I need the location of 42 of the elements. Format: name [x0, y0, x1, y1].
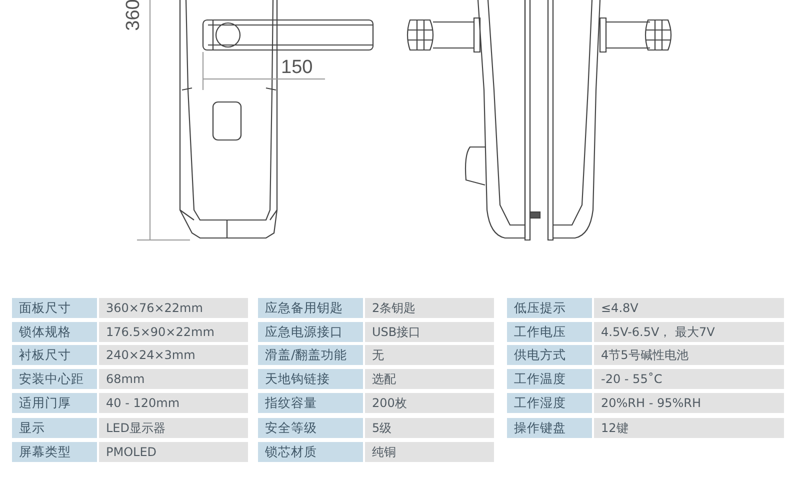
- spec-value-cell: 选配: [365, 369, 494, 389]
- spec-value-cell: 200枚: [365, 393, 494, 413]
- spec-value-cell: 40 - 120mm: [99, 393, 248, 413]
- spec-value-cell: 4节5号碱性电池: [594, 345, 784, 365]
- spec-name-cell: 适用门厚: [12, 393, 97, 413]
- spec-name-cell: 显示: [12, 418, 97, 438]
- spec-value-cell: PMOLED: [99, 442, 248, 462]
- spec-name-cell: 安装中心距: [12, 369, 97, 389]
- spec-value-cell: 20%RH - 95%RH: [594, 393, 784, 413]
- dimension-label: 150: [281, 58, 313, 78]
- spec-name-cell: 天地钩链接: [258, 369, 363, 389]
- spec-value-cell: 176.5×90×22mm: [99, 322, 248, 342]
- spec-name-cell: 衬板尺寸: [12, 345, 97, 365]
- spec-value-cell: 4.5V-6.5V， 最大7V: [594, 322, 784, 342]
- spec-value-cell: 无: [365, 345, 494, 365]
- spec-name-cell: 应急备用钥匙: [258, 298, 363, 318]
- spec-value-cell: 240×24×3mm: [99, 345, 248, 365]
- spec-name-cell: 指纹容量: [258, 393, 363, 413]
- spec-name-cell: 工作湿度: [507, 393, 592, 413]
- spec-value-cell: -20 - 55˚C: [594, 369, 784, 389]
- spec-name-cell: 应急电源接口: [258, 322, 363, 342]
- spec-name-cell: 工作电压: [507, 322, 592, 342]
- spec-value-cell: ≤4.8V: [594, 298, 784, 318]
- spec-value-cell: 2条钥匙: [365, 298, 494, 318]
- dimension-label: 360: [124, 0, 144, 31]
- spec-name-cell: 屏幕类型: [12, 442, 97, 462]
- spec-name-cell: 滑盖/翻盖功能: [258, 345, 363, 365]
- spec-value-cell: 68mm: [99, 369, 248, 389]
- spec-value-cell: USB接口: [365, 322, 494, 342]
- spec-name-cell: 供电方式: [507, 345, 592, 365]
- spec-name-cell: 锁体规格: [12, 322, 97, 342]
- spec-value-cell: 5级: [365, 418, 494, 438]
- spec-name-cell: 面板尺寸: [12, 298, 97, 318]
- spec-name-cell: 锁芯材质: [258, 442, 363, 462]
- spec-name-cell: 工作温度: [507, 369, 592, 389]
- spec-value-cell: 12键: [594, 418, 784, 438]
- spec-name-cell: 操作键盘: [507, 418, 592, 438]
- spec-name-cell: 安全等级: [258, 418, 363, 438]
- spec-value-cell: 360×76×22mm: [99, 298, 248, 318]
- spec-value-cell: 纯铜: [365, 442, 494, 462]
- spec-value-cell: LED显示器: [99, 418, 248, 438]
- spec-name-cell: 低压提示: [507, 298, 592, 318]
